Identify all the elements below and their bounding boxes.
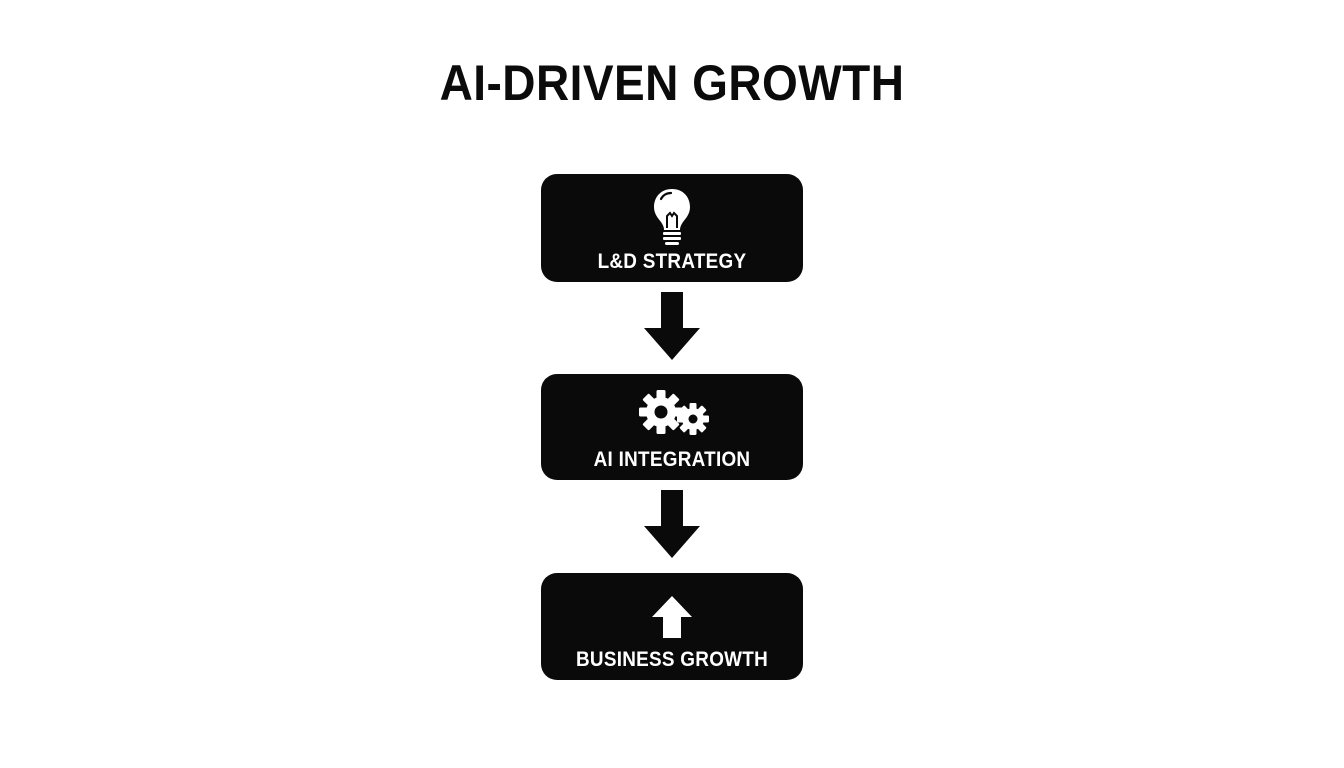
step-label: L&D STRATEGY xyxy=(597,250,747,273)
gears-icon xyxy=(541,388,803,438)
page-title: AI-DRIVEN GROWTH xyxy=(439,55,905,111)
step-box-business-growth: BUSINESS GROWTH xyxy=(541,573,803,680)
down-arrow-icon xyxy=(644,292,700,360)
step-label: AI INTEGRATION xyxy=(593,448,751,471)
step-label: BUSINESS GROWTH xyxy=(575,648,769,671)
lightbulb-icon xyxy=(541,186,803,246)
up-arrow-icon xyxy=(541,595,803,639)
step-box-ai-integration: AI INTEGRATION xyxy=(541,374,803,480)
step-box-ld-strategy: L&D STRATEGY xyxy=(541,174,803,282)
down-arrow-icon xyxy=(644,490,700,558)
